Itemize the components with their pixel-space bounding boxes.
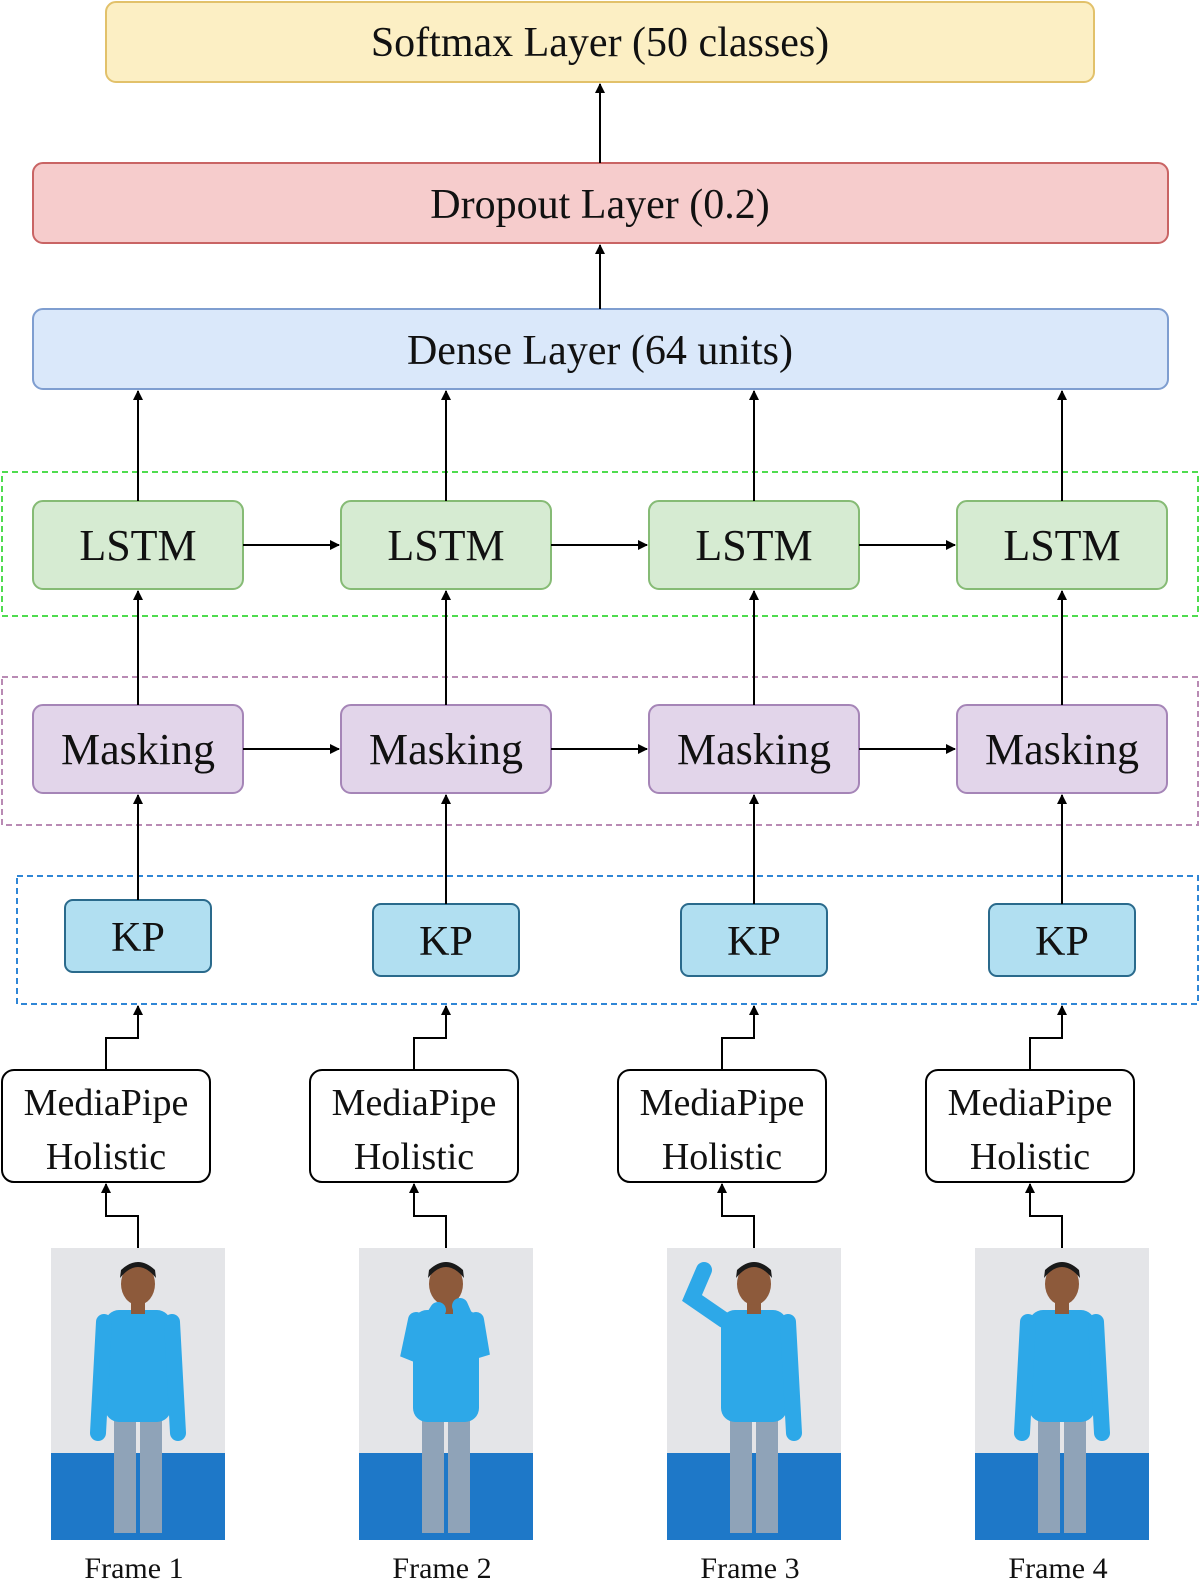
arrow-frame-to-mediapipe (409, 1183, 447, 1248)
right-arm (452, 1298, 490, 1360)
frame-photo-4 (975, 1248, 1149, 1540)
right-leg (1064, 1418, 1086, 1533)
left-arm (1014, 1314, 1036, 1441)
right-leg (448, 1418, 470, 1533)
torso-shirt (105, 1310, 171, 1422)
hair (428, 1262, 464, 1278)
head (737, 1263, 771, 1305)
holistic-label: Holistic (46, 1136, 166, 1178)
mediapipe-label: MediaPipe (24, 1082, 189, 1124)
frame-caption: Frame 3 (700, 1552, 799, 1585)
mediapipe-label: MediaPipe (640, 1082, 805, 1124)
torso-shirt (721, 1310, 787, 1422)
frame-caption: Frame 4 (1008, 1552, 1107, 1585)
hair (736, 1262, 772, 1278)
left-arm (400, 1302, 446, 1363)
kp-label: KP (419, 919, 473, 965)
mediapipe-label: MediaPipe (948, 1082, 1113, 1124)
arrow-mediapipe-to-kp (105, 1005, 143, 1070)
left-leg (730, 1418, 752, 1533)
arrow-frame-to-mediapipe (717, 1183, 755, 1248)
masking-cell-label: Masking (985, 725, 1139, 774)
right-arm (164, 1314, 186, 1441)
lstm-cell-label: LSTM (1003, 521, 1120, 570)
lstm-cell-label: LSTM (79, 521, 196, 570)
left-leg (422, 1418, 444, 1533)
mediapipe-label: MediaPipe (332, 1082, 497, 1124)
kp-label: KP (1035, 919, 1089, 965)
head (429, 1263, 463, 1305)
frame-photo-3 (667, 1248, 841, 1540)
torso-shirt (1029, 1310, 1095, 1422)
right-leg (756, 1418, 778, 1533)
right-leg (140, 1418, 162, 1533)
frame-photo-2 (359, 1248, 533, 1540)
hair (120, 1262, 156, 1278)
arrow-mediapipe-to-kp (721, 1005, 759, 1070)
dropout-layer-label: Dropout Layer (0.2) (430, 182, 769, 228)
frame-caption: Frame 2 (392, 1552, 491, 1585)
kp-label: KP (727, 919, 781, 965)
left-leg (114, 1418, 136, 1533)
photo-floor (667, 1453, 841, 1540)
masking-group-outline (1, 676, 1199, 826)
softmax-layer-label: Softmax Layer (50 classes) (371, 20, 829, 66)
lstm-cell-label: LSTM (387, 521, 504, 570)
dense-layer-label: Dense Layer (64 units) (407, 328, 793, 374)
right-arm (780, 1314, 802, 1441)
holistic-label: Holistic (662, 1136, 782, 1178)
frame-caption: Frame 1 (84, 1552, 183, 1585)
frame-photo-1 (51, 1248, 225, 1540)
kp-label: KP (111, 915, 165, 961)
left-arm (90, 1314, 112, 1441)
masking-cell-label: Masking (677, 725, 831, 774)
arrow-frame-to-mediapipe (101, 1183, 139, 1248)
head (1045, 1263, 1079, 1305)
head (121, 1263, 155, 1305)
holistic-label: Holistic (354, 1136, 474, 1178)
photo-floor (975, 1453, 1149, 1540)
arrow-mediapipe-to-kp (1029, 1005, 1067, 1070)
right-arm (1088, 1314, 1110, 1441)
arrow-mediapipe-to-kp (413, 1005, 451, 1070)
lstm-cell-label: LSTM (695, 521, 812, 570)
masking-cell-label: Masking (61, 725, 215, 774)
masking-cell-label: Masking (369, 725, 523, 774)
arrow-frame-to-mediapipe (1025, 1183, 1063, 1248)
photo-floor (51, 1453, 225, 1540)
holistic-label: Holistic (970, 1136, 1090, 1178)
softmax-layer-box (105, 1, 1095, 83)
kp-group-outline (16, 875, 1199, 1005)
photo-floor (359, 1453, 533, 1540)
hair (1044, 1262, 1080, 1278)
raised-arm (682, 1262, 732, 1328)
left-leg (1038, 1418, 1060, 1533)
